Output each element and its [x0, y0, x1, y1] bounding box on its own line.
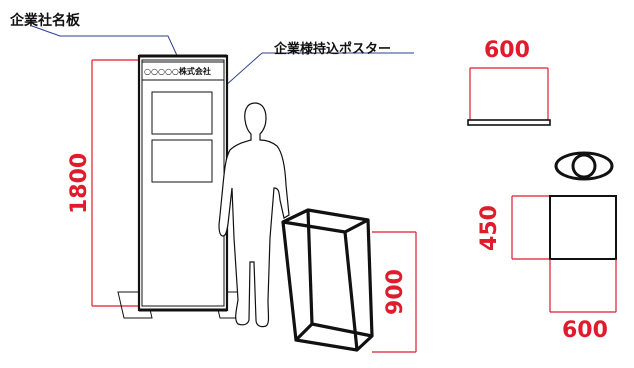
stand-height-dimension: [91, 59, 140, 307]
company-panel-leader: [31, 25, 181, 63]
top-width-value: 600: [484, 38, 530, 63]
company-panel-label: 企業社名板: [10, 13, 80, 29]
pedestal-table: [281, 208, 374, 352]
company-name-sign-text: ○○○○○株式会社: [144, 67, 211, 76]
poster-frame-bottom: [151, 139, 213, 183]
company-name-sign: [141, 61, 225, 81]
poster-label: 企業様持込ポスター: [274, 42, 392, 57]
eye-icon: [554, 151, 614, 181]
signage-stand: [137, 54, 229, 312]
plan-view: [511, 195, 617, 313]
plan-depth-value: 450: [477, 205, 502, 251]
poster-frame-top: [151, 91, 213, 135]
stand-height-value: 1800: [67, 152, 92, 214]
plan-width-value: 600: [562, 318, 608, 343]
person-silhouette: [218, 102, 290, 328]
top-view: [467, 67, 551, 126]
table-height-dimension: [372, 231, 417, 353]
table-height-value: 900: [383, 269, 408, 315]
